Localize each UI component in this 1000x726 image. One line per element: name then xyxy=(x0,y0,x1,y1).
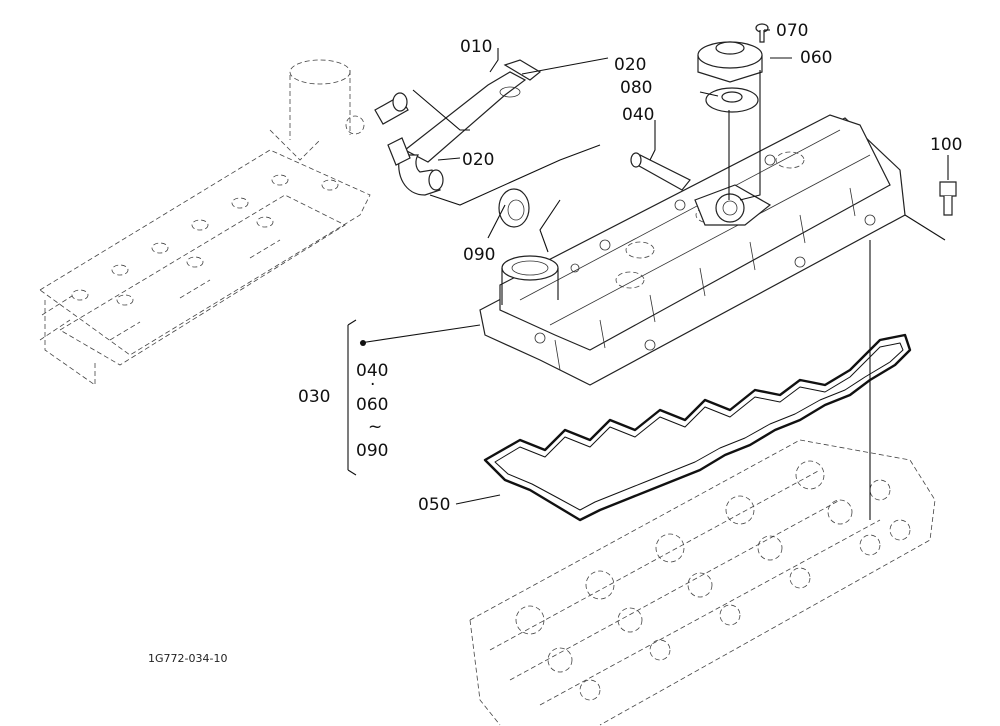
cap-060 xyxy=(697,41,763,83)
cylinder-head-phantom xyxy=(469,439,936,726)
head-cover-gasket xyxy=(483,333,912,522)
drawing-reference: 1G772-034-10 xyxy=(148,652,227,665)
pipe-040 xyxy=(630,152,691,191)
callout-100: 100 xyxy=(930,135,962,155)
group-item-040: 040 xyxy=(356,361,388,381)
intake-manifold-phantom xyxy=(39,59,371,386)
breather-hose xyxy=(387,59,542,196)
callout-070: 070 xyxy=(776,21,808,41)
callout-050: 050 xyxy=(418,495,450,515)
callout-090: 090 xyxy=(463,245,495,265)
head-cover xyxy=(479,114,906,386)
group-item-060: 060 xyxy=(356,395,388,415)
group-item-090: 090 xyxy=(356,441,388,461)
callout-060: 060 xyxy=(800,48,832,68)
callout-010: 010 xyxy=(460,37,492,57)
callout-020-bottom: 020 xyxy=(462,150,494,170)
callout-020-top: 020 xyxy=(614,55,646,75)
bolt-100 xyxy=(939,181,957,216)
screw-070 xyxy=(755,23,769,43)
callout-030: 030 xyxy=(298,387,330,407)
oil-seal-090 xyxy=(498,188,530,228)
leader-lines xyxy=(347,29,949,520)
callout-040: 040 xyxy=(622,105,654,125)
callout-080: 080 xyxy=(620,78,652,98)
callouts: 010 020 020 070 060 080 040 100 090 030 … xyxy=(148,21,962,665)
group-separator-dot: · xyxy=(370,375,375,395)
nipple-fitting xyxy=(374,92,409,125)
diaphragm-080 xyxy=(705,87,759,113)
group-separator-tilde: ~ xyxy=(368,417,382,437)
group-marker-dot xyxy=(360,340,366,346)
